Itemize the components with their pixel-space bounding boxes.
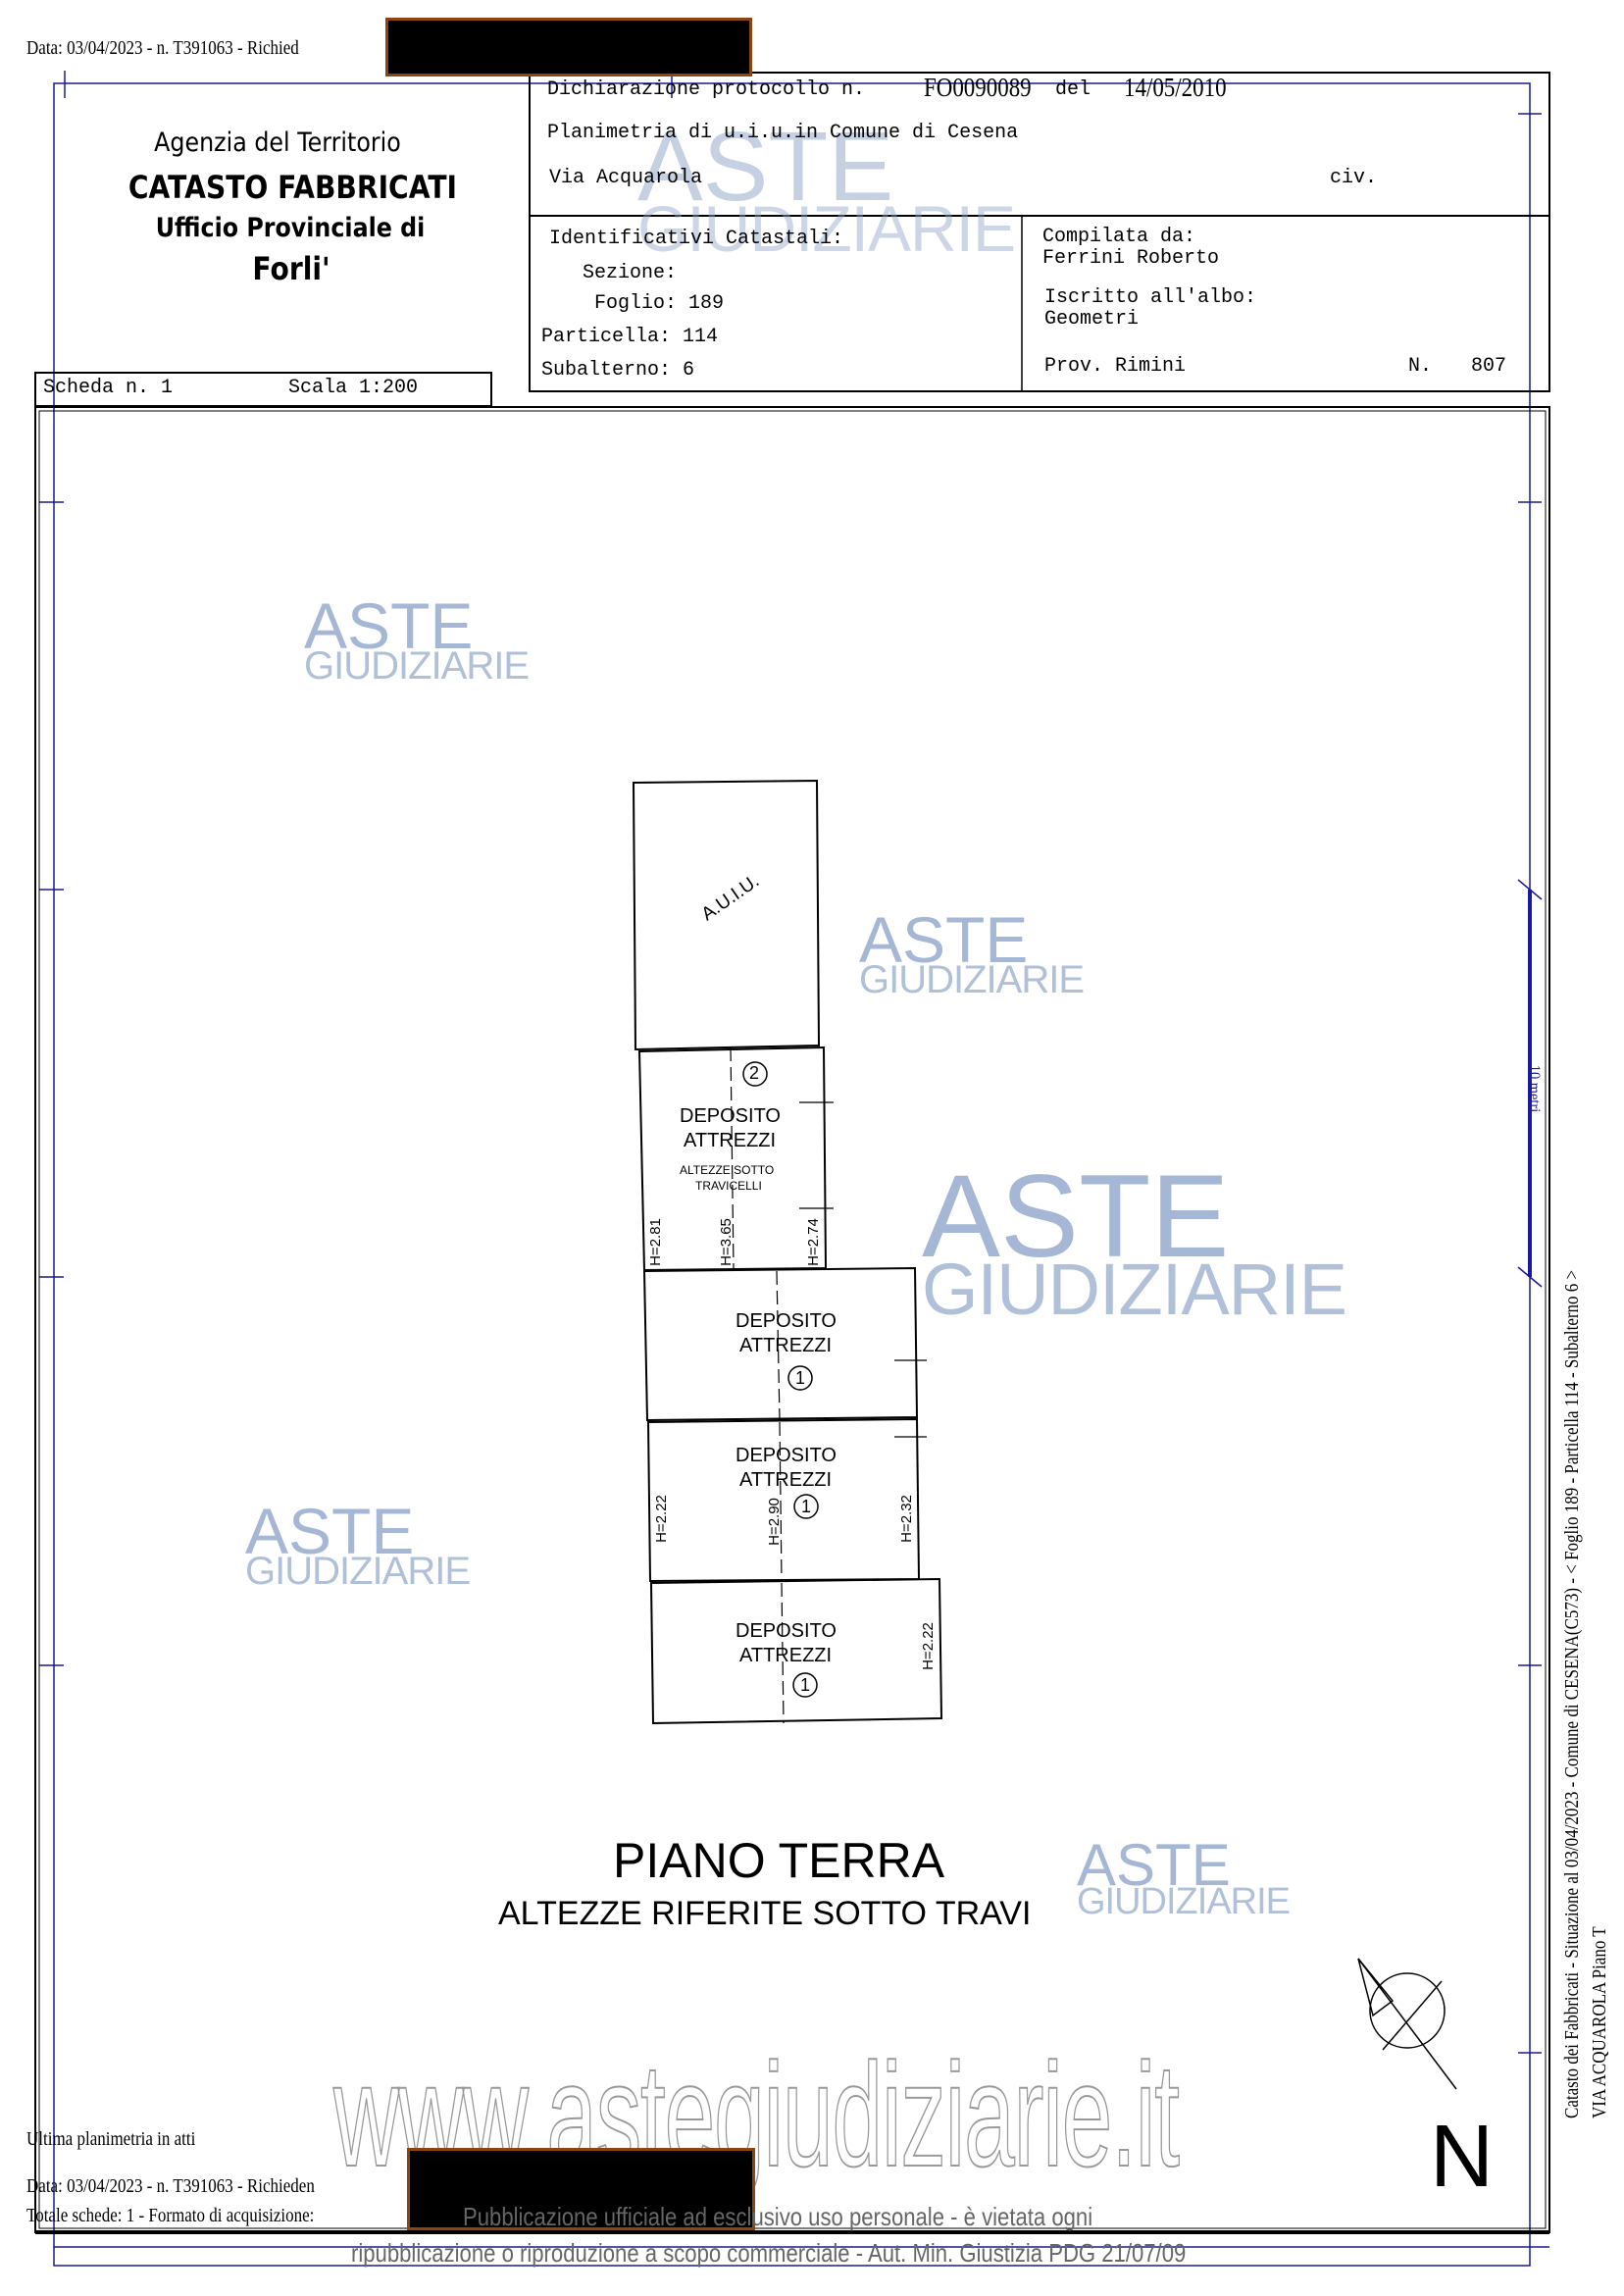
- watermark-logo: ASTE GIUDIZIARIE: [859, 903, 1085, 1001]
- watermark-text: ASTE: [304, 589, 474, 662]
- watermark-logo: ASTE GIUDIZIARIE: [922, 1150, 1347, 1330]
- floor-plan: [632, 779, 943, 1725]
- watermark-text: ASTE: [245, 1495, 415, 1567]
- watermark-text: GIUDIZIARIE: [1077, 1881, 1291, 1922]
- albo-title: Iscritto all'albo:: [1044, 286, 1257, 309]
- request-info: Data: 03/04/2023 - n. T391063 - Richied: [26, 37, 299, 59]
- watermark-text: ASTE: [922, 1150, 1230, 1282]
- sezione: Sezione:: [583, 262, 678, 284]
- compiler-title: Compilata da:: [1042, 226, 1196, 248]
- auiu-area: [632, 779, 821, 1051]
- registration-label: N.: [1408, 355, 1433, 378]
- subalterno: Subalterno: 6: [541, 359, 695, 382]
- watermark-text: ASTE: [859, 903, 1029, 976]
- watermark-text: ASTE: [1077, 1832, 1231, 1898]
- particella: Particella: 114: [541, 326, 719, 348]
- publication-notice: ripubblicazione o riproduzione a scopo c…: [351, 2238, 1187, 2268]
- redaction-box: [407, 2148, 755, 2230]
- watermark-text: ASTE: [637, 112, 894, 222]
- room-name: DEPOSITO: [736, 1620, 837, 1642]
- watermark-text: GIUDIZIARIE: [922, 1249, 1347, 1330]
- height-label: H=2.81: [646, 1218, 664, 1266]
- room-name: ATTREZZI: [739, 1645, 833, 1666]
- room-note: ALTEZZE SOTTO: [680, 1163, 775, 1177]
- room-name: ATTREZZI: [739, 1335, 833, 1356]
- side-caption: Catasto dei Fabbricati - Situazione al 0…: [1561, 1269, 1583, 2118]
- watermark-logo: ASTE GIUDIZIARIE: [245, 1495, 471, 1593]
- room-name: DEPOSITO: [680, 1105, 781, 1127]
- room-name: ATTREZZI: [684, 1130, 777, 1151]
- registry-name: CATASTO FABBRICATI: [127, 169, 458, 206]
- room-badge: 1: [800, 1675, 811, 1695]
- civic-label: civ.: [1330, 167, 1378, 189]
- identifiers-title: Identificativi Catastali:: [549, 228, 844, 250]
- scale-bar-label: 10 metri: [1525, 1064, 1545, 1113]
- declaration-date: 14/05/2010: [1124, 73, 1227, 102]
- city-name: Forli': [252, 250, 330, 287]
- declaration-prefix: Dichiarazione protocollo n.: [547, 78, 866, 101]
- watermark-text: GIUDIZIARIE: [637, 192, 1016, 265]
- plan-location: Planimetria di u.i.u.in Comune di Cesena: [547, 122, 1019, 144]
- agency-name: Agenzia del Territorio: [154, 128, 401, 158]
- height-label: H=2.90: [765, 1498, 783, 1546]
- scale-label: Scala 1:200: [288, 377, 419, 399]
- compiler-name: Ferrini Roberto: [1042, 247, 1220, 270]
- scale-bar: [1517, 879, 1543, 1288]
- height-label: H=2.22: [919, 1622, 937, 1670]
- office-name: Ufficio Provinciale di: [155, 213, 426, 243]
- floor-title: PIANO TERRA: [613, 1833, 945, 1888]
- north-label: N: [1430, 2108, 1494, 2206]
- header-box: [529, 72, 1550, 392]
- foglio: Foglio: 189: [594, 292, 725, 315]
- height-label: H=2.32: [897, 1495, 915, 1543]
- watermark-text: GIUDIZIARIE: [245, 1550, 471, 1593]
- province: Prov. Rimini: [1044, 355, 1187, 378]
- room-badge: 1: [801, 1497, 812, 1516]
- height-label: H=2.74: [804, 1218, 822, 1266]
- footer-total: Totale schede: 1 - Formato di acquisizio…: [26, 2205, 315, 2226]
- room-badge: 1: [795, 1368, 806, 1388]
- protocol-number: FO0090089: [924, 73, 1032, 102]
- height-label: H=3.65: [717, 1218, 735, 1266]
- publication-notice: Pubblicazione ufficiale ad esclusivo uso…: [463, 2202, 1093, 2231]
- height-label: H=2.22: [652, 1495, 670, 1543]
- compass-icon: [1357, 1958, 1457, 2090]
- side-caption-address: VIA ACQUAROLA Piano T: [1589, 1926, 1610, 2118]
- street: Via Acquarola: [549, 167, 703, 189]
- watermark-logo: ASTE GIUDIZIARIE: [304, 589, 530, 688]
- room-name: DEPOSITO: [736, 1445, 837, 1466]
- room-badges: [742, 1061, 819, 1698]
- albo-value: Geometri: [1044, 308, 1140, 331]
- scheda-number: Scheda n. 1: [43, 377, 174, 399]
- watermark-logo: ASTE GIUDIZIARIE: [637, 112, 1016, 265]
- room-name: DEPOSITO: [736, 1310, 837, 1332]
- room-note: TRAVICELLI: [695, 1179, 762, 1193]
- declaration-del: del: [1055, 78, 1091, 101]
- floor-subtitle: ALTEZZE RIFERITE SOTTO TRAVI: [498, 1895, 1032, 1932]
- redaction-box: [385, 18, 752, 77]
- watermark-text: GIUDIZIARIE: [859, 958, 1085, 1001]
- watermark-logo: ASTE GIUDIZIARIE: [1077, 1832, 1291, 1922]
- watermark-text: GIUDIZIARIE: [304, 644, 530, 688]
- room-name: ATTREZZI: [739, 1469, 833, 1491]
- room-badge: 2: [749, 1063, 760, 1083]
- registration-number: 807: [1471, 355, 1507, 378]
- last-plan-note: Ultima planimetria in atti: [26, 2128, 196, 2150]
- footer-request-info: Data: 03/04/2023 - n. T391063 - Richiede…: [26, 2175, 315, 2197]
